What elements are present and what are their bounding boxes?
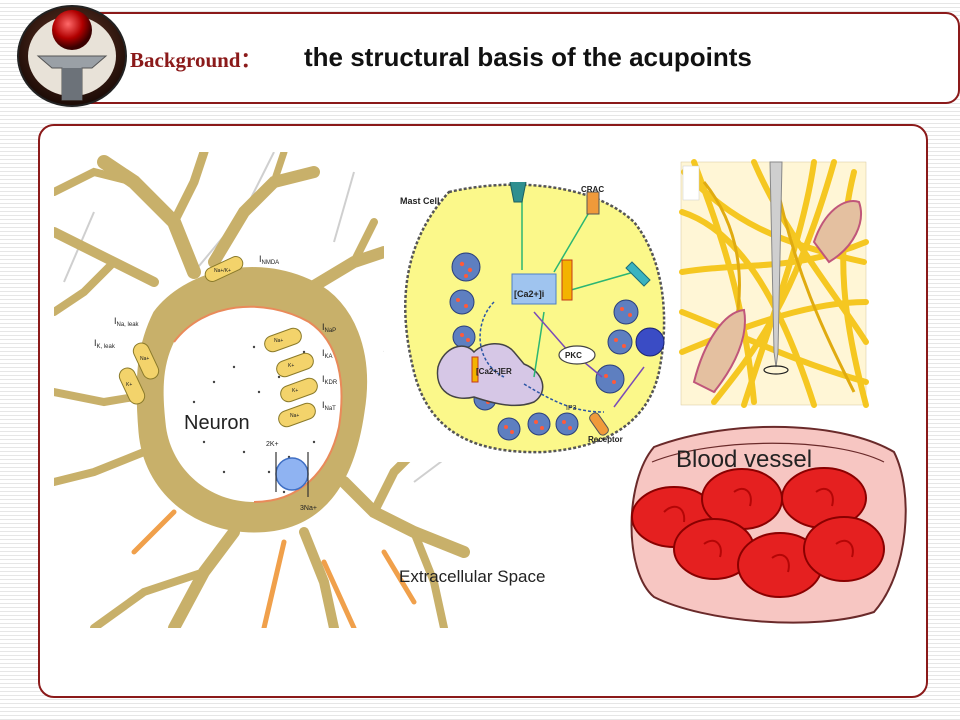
pump-out-label: 3Na+	[300, 505, 317, 512]
title-prefix: Background：	[130, 48, 262, 72]
er-calcium-label: [Ca2+]ER	[476, 367, 512, 376]
current-ka: I	[322, 348, 325, 358]
pump-in-label: 2K+	[266, 441, 279, 448]
mast-cell-panel: Mast Cell CRAC [Ca2+]i [Ca2+]ER PKC IP3 …	[384, 181, 674, 462]
current-ka-sub: KA	[325, 354, 333, 360]
page-title: the structural basis of the acupoints	[304, 42, 752, 72]
svg-text:IKDR: IKDR	[322, 374, 338, 386]
channel-label-kdr: K+	[292, 388, 298, 394]
crac-label: CRAC	[581, 185, 604, 194]
current-nmda-sub: NMDA	[262, 260, 280, 266]
current-nat-sub: NaT	[325, 406, 337, 412]
current-k-leak-sub: K, leak	[97, 344, 116, 350]
endoplasmic-reticulum	[436, 343, 544, 407]
red-blood-cells	[631, 467, 885, 598]
current-kdr: I	[322, 374, 325, 384]
ip3-label: IP3	[566, 405, 577, 412]
current-nap-sub: NaP	[325, 328, 337, 334]
pkc-label: PKC	[565, 351, 582, 360]
logo-icon	[17, 5, 127, 107]
channel-label-ka: K+	[288, 363, 294, 369]
acupoint-structure-figure: Neuron Extracellular Space INMDA INa, le…	[54, 152, 912, 628]
receptor-label: Receptor	[588, 435, 623, 444]
current-na-leak: I	[114, 316, 117, 326]
collagen-fiber-panel	[679, 159, 869, 408]
title-bar	[60, 12, 960, 104]
svg-text:INaP: INaP	[322, 322, 336, 334]
mast-cell-label: Mast Cell	[400, 196, 440, 206]
svg-text:INaT: INaT	[322, 400, 336, 412]
svg-text:INMDA: INMDA	[259, 254, 279, 266]
channel-label-nak: Na+/K+	[214, 268, 231, 274]
channel-label-nap: Na+	[274, 338, 283, 344]
channel-label-na-leak: Na+	[140, 356, 149, 362]
current-nmda: I	[259, 254, 262, 264]
channel-label-k-leak: K+	[126, 382, 132, 388]
current-k-leak: I	[94, 338, 97, 348]
svg-text:IKA: IKA	[322, 348, 333, 360]
blood-vessel-panel: Blood vessel	[630, 425, 907, 624]
current-na-leak-sub: Na, leak	[117, 322, 140, 328]
current-nap: I	[322, 322, 325, 332]
svg-text:INa, leak: INa, leak	[114, 316, 140, 328]
svg-text:IK, leak: IK, leak	[94, 338, 116, 350]
neuron-label: Neuron	[184, 412, 250, 434]
extracellular-space-label: Extracellular Space	[399, 567, 545, 586]
channel-label-nat: Na+	[290, 413, 299, 419]
current-nat: I	[322, 400, 325, 410]
cytosolic-calcium-label: [Ca2+]i	[514, 289, 544, 299]
current-kdr-sub: KDR	[325, 380, 338, 386]
